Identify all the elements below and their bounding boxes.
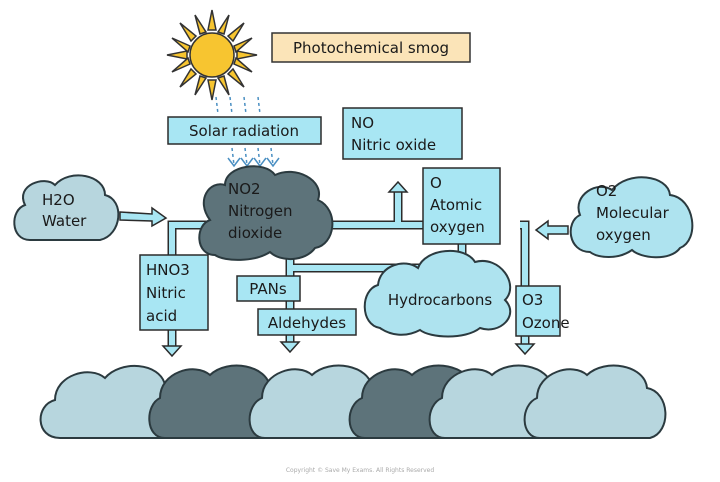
atomic-oxygen-box: O Atomic oxygen [422,167,501,245]
svg-text:HNO3: HNO3 [146,261,190,279]
svg-text:Aldehydes: Aldehydes [268,314,346,332]
arrow-down-icon [514,343,536,356]
svg-text:H2O: H2O [42,191,75,209]
svg-text:O3: O3 [522,291,543,309]
svg-text:dioxide: dioxide [228,224,282,242]
molecular-oxygen-cloud: O2 Molecular oxygen [569,176,694,259]
svg-text:oxygen: oxygen [596,226,651,244]
svg-text:Nitric oxide: Nitric oxide [351,136,436,154]
pans-box: PANs [236,275,301,302]
hydrocarbons-cloud: Hydrocarbons [363,250,512,338]
arrow-up-icon [387,180,409,193]
connector-pipes [161,180,536,358]
svg-text:Nitrogen: Nitrogen [228,202,293,220]
sun-icon [166,9,258,101]
svg-text:NO2: NO2 [228,180,261,198]
nitric-acid-box: HNO3 Nitric acid [139,254,209,331]
nitrogen-dioxide-cloud: NO2 Nitrogen dioxide [198,165,334,261]
arrow-left-icon [534,219,569,241]
water-cloud: H2O Water [13,174,120,241]
title: Photochemical smog [293,39,449,57]
svg-text:O2: O2 [596,182,617,200]
svg-text:Atomic: Atomic [430,196,482,214]
aldehydes-box: Aldehydes [257,308,357,336]
svg-text:Molecular: Molecular [596,204,670,222]
svg-text:Water: Water [42,212,87,230]
arrow-right-icon [119,206,168,228]
arrow-down-icon [279,341,301,354]
nitric-oxide-box: NO Nitric oxide [342,107,463,160]
svg-text:PANs: PANs [249,280,287,298]
svg-text:NO: NO [351,114,374,132]
ozone-box: O3 Ozone [515,285,570,337]
solar-radiation-box: Solar radiation [167,116,322,145]
title-box: Photochemical smog [271,32,471,63]
svg-text:Solar radiation: Solar radiation [189,122,299,140]
svg-text:acid: acid [146,307,177,325]
smog-clouds [39,364,667,439]
svg-text:Ozone: Ozone [522,314,570,332]
svg-text:O: O [430,174,442,192]
arrow-down-icon [161,345,183,358]
svg-text:Hydrocarbons: Hydrocarbons [388,291,493,309]
svg-text:Nitric: Nitric [146,284,186,302]
copyright-text: Copyright © Save My Exams. All Rights Re… [286,467,435,474]
svg-text:oxygen: oxygen [430,218,485,236]
